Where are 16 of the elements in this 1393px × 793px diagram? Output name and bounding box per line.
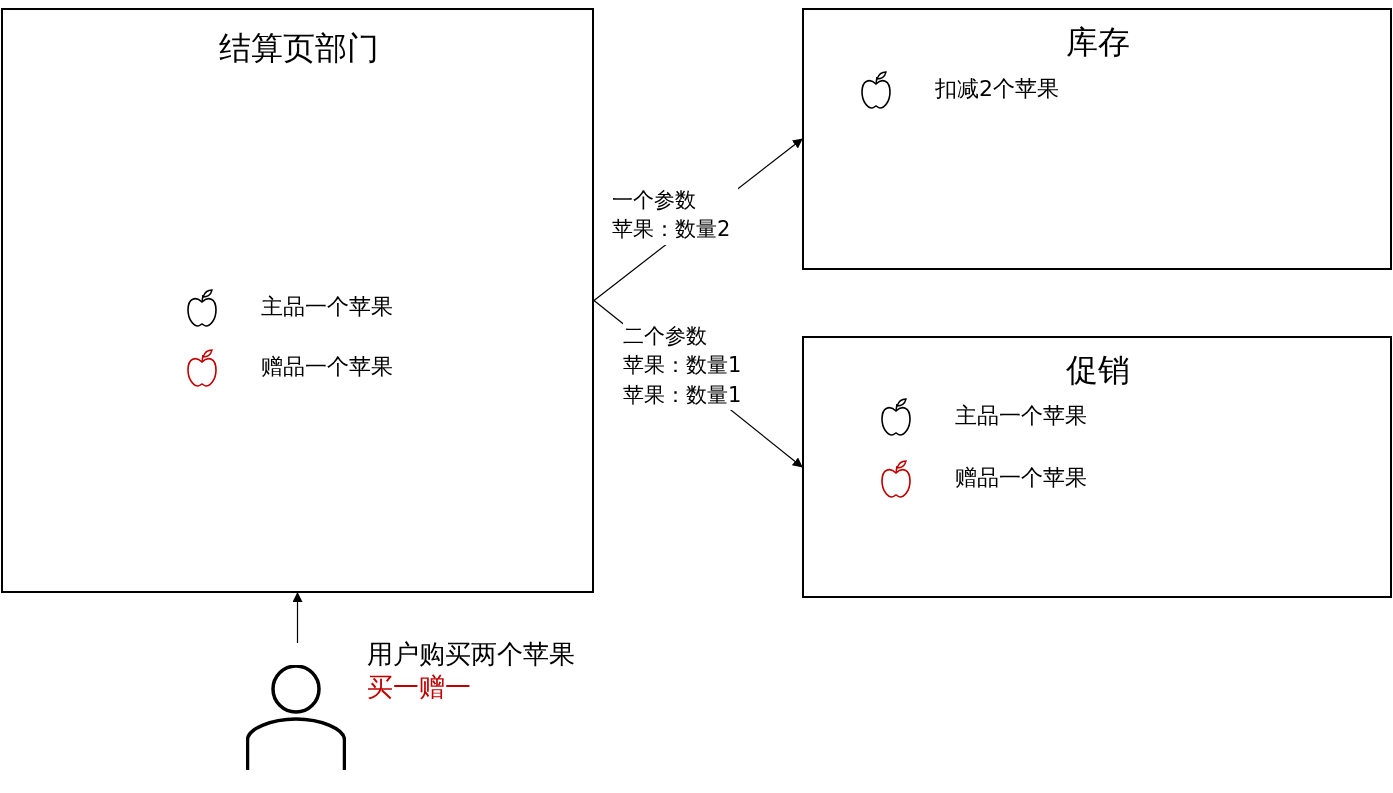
department-box [1,8,594,593]
box-title: 库存 [1066,24,1130,61]
item-text: 赠品一个苹果 [955,465,1087,491]
department-box [802,336,1392,598]
box-title: 结算页部门 [219,30,379,67]
item-text: 扣减2个苹果 [935,76,1059,102]
edge-label: 一个参数苹果：数量2 [612,186,738,245]
item-text: 主品一个苹果 [955,403,1087,429]
arrow [292,592,303,644]
department-box [802,8,1392,270]
person-icon [246,665,346,770]
caption-text: 用户购买两个苹果 [367,640,575,670]
box-title: 促销 [1066,352,1130,389]
caption-text: 买一赠一 [367,673,471,703]
item-text: 主品一个苹果 [261,294,393,320]
item-text: 赠品一个苹果 [261,354,393,380]
